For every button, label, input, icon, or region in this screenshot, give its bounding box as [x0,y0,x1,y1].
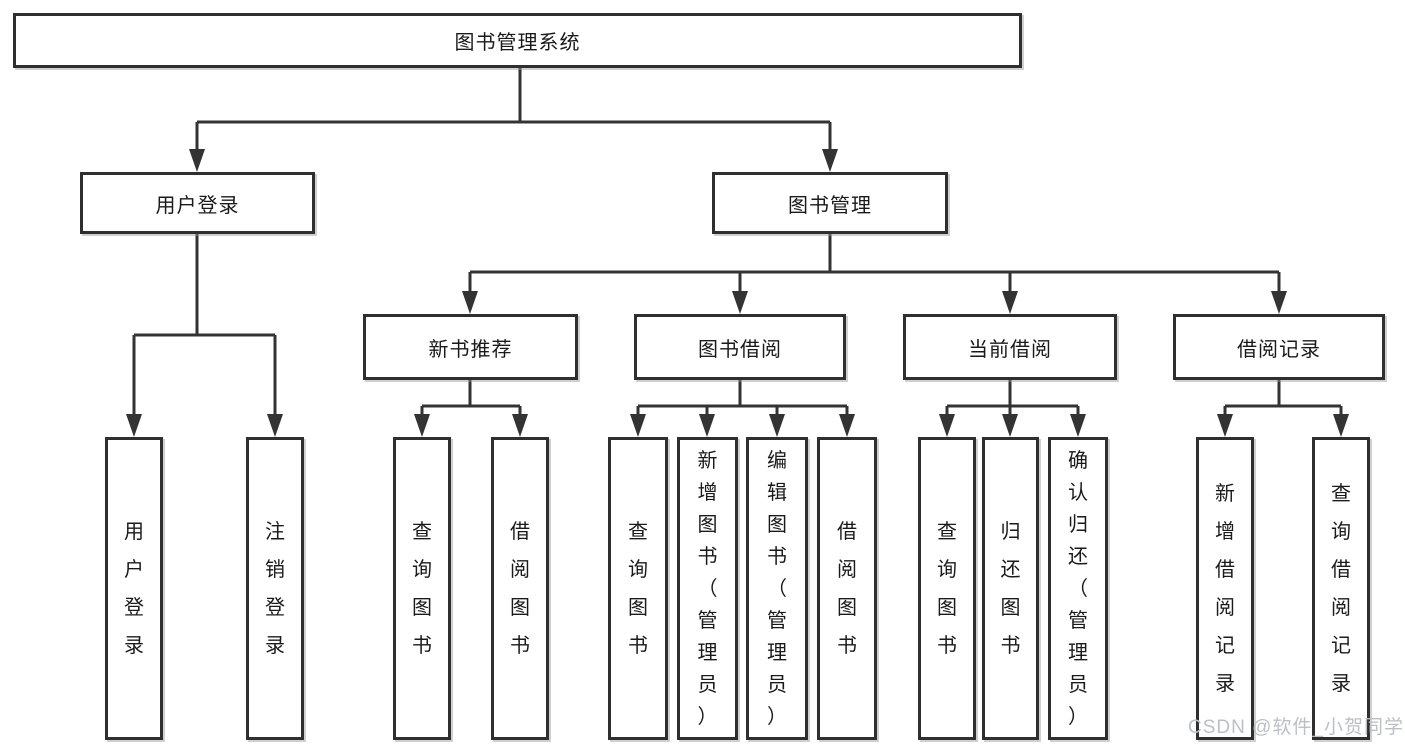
leaf-logout: 注 销 登 录 [246,437,304,740]
arrow-leaf-br-query [1333,414,1349,437]
arrow-leaf-cb-confirm [1070,414,1086,437]
arrow-user-login [189,149,205,172]
node-book-management: 图书管理 [712,172,948,234]
arrow-leaf-cb-query [939,414,955,437]
node-borrow-records: 借阅记录 [1173,314,1385,380]
leaf-newbook-borrow-books: 借 阅 图 书 [491,437,549,740]
leaf-current-confirm-return-admin: 确 认 归 还 （ 管 理 员 ） [1048,437,1108,740]
edge-root-to-level2 [195,68,832,152]
arrow-leaf-bb-query [630,414,646,437]
arrow-leaf-bb-borrow [839,414,855,437]
arrow-leaf-bb-edit [769,414,785,437]
leaf-newbook-query-books: 查 询 图 书 [393,437,451,740]
arrow-book-mgmt [822,149,838,172]
leaf-records-add-record: 新 增 借 阅 记 录 [1196,437,1254,740]
node-new-book-recommend: 新书推荐 [363,314,578,380]
leaf-borrow-query-books: 查 询 图 书 [608,437,668,740]
arrow-leaf-logout [267,414,283,437]
arrowheads [126,149,1349,437]
leaf-current-query-books: 查 询 图 书 [918,437,976,740]
arrow-leaf-cb-return [1002,414,1018,437]
leaf-borrow-add-books-admin: 新 增 图 书 （ 管 理 员 ） [677,437,738,740]
arrow-borrow-records [1271,291,1287,314]
arrow-leaf-user-login [126,414,142,437]
node-book-borrow: 图书借阅 [634,314,846,380]
arrow-leaf-nb-query [414,414,430,437]
edge-borrow-records-children [1223,380,1343,417]
node-root: 图书管理系统 [13,13,1022,68]
node-user-login: 用户登录 [80,172,315,234]
leaf-user-login: 用 户 登 录 [105,437,163,740]
leaf-borrow-edit-books-admin: 编 辑 图 书 （ 管 理 员 ） [746,437,808,740]
edge-book-mgmt-children [468,234,1281,293]
watermark: CSDN @软件_小贺同学 [1188,717,1404,738]
edge-book-borrow-children [636,380,849,417]
leaf-current-return-books: 归 还 图 书 [982,437,1039,740]
arrow-book-borrow [732,291,748,314]
arrow-leaf-nb-borrow [512,414,528,437]
arrow-leaf-bb-add [699,414,715,437]
arrow-leaf-br-add [1217,414,1233,437]
arrow-new-book [462,291,478,314]
arrow-current-borrow [1002,291,1018,314]
node-current-borrow: 当前借阅 [903,314,1117,380]
edge-current-borrow-children [945,380,1080,417]
leaf-borrow-borrow-books: 借 阅 图 书 [817,437,877,740]
edge-user-login-children [132,234,277,417]
edge-new-book-children [420,380,522,417]
leaf-records-query-record: 查 询 借 阅 记 录 [1312,437,1370,740]
